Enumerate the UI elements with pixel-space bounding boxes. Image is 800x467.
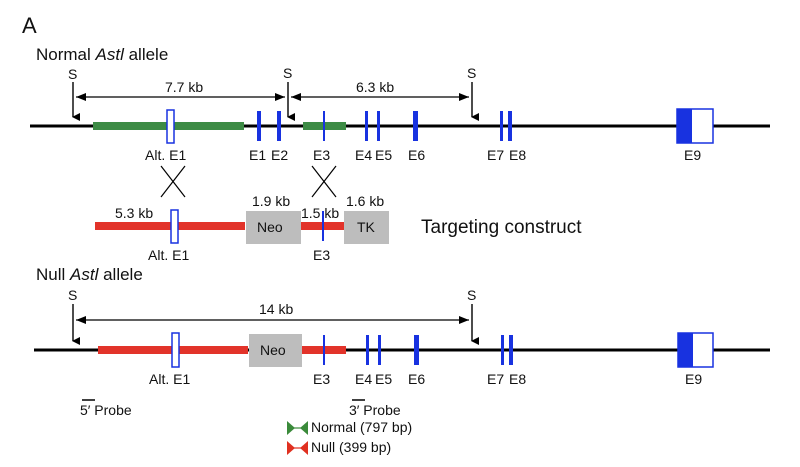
construct-arm-5 (95, 222, 245, 230)
null-exon-alt-e1 (171, 332, 180, 368)
construct-arm-mid-size: 1.5 kb (301, 205, 339, 221)
construct-label-e3: E3 (313, 247, 330, 263)
construct-tk-box (344, 211, 389, 244)
null-label-e3: E3 (313, 371, 330, 387)
legend-normal-label: Normal (797 bp) (311, 419, 412, 435)
null-exon-e9-coding (678, 333, 693, 367)
null-distance-label: 14 kb (259, 301, 293, 317)
distance-label-right: 6.3 kb (356, 79, 394, 95)
exon-label-e5: E5 (375, 147, 392, 163)
exon-label-alt-e1: Alt. E1 (145, 147, 186, 163)
construct-arm-5-size: 5.3 kb (115, 205, 153, 221)
exon-label-e6: E6 (408, 147, 425, 163)
crossover-mark-3 (311, 165, 337, 198)
null-exon-e8 (509, 335, 513, 365)
null-exon-e6 (414, 335, 419, 365)
construct-tk-size: 1.6 kb (346, 193, 384, 209)
sac-site-label: S (283, 65, 292, 81)
exon-e2 (277, 111, 281, 141)
null-exon-e3 (323, 335, 325, 365)
null-label-e6: E6 (408, 371, 425, 387)
exon-label-e4: E4 (355, 147, 372, 163)
construct-exon-alt-e1 (170, 209, 179, 244)
construct-label-alt-e1: Alt. E1 (148, 247, 189, 263)
construct-neo-label: Neo (257, 219, 283, 235)
construct-tk-label: TK (357, 219, 376, 235)
exon-e8 (508, 111, 512, 141)
exon-label-e1: E1 (249, 147, 266, 163)
null-neo-box (249, 334, 302, 367)
exon-label-e3: E3 (313, 147, 330, 163)
construct-exon-e3 (322, 211, 324, 241)
null-label-e8: E8 (509, 371, 526, 387)
null-label-e9: E9 (685, 371, 702, 387)
crossover-mark-5 (160, 165, 186, 198)
panel-label: A (22, 13, 37, 38)
exon-e3 (323, 111, 325, 141)
null-label-alt-e1: Alt. E1 (149, 371, 190, 387)
exon-label-e8: E8 (509, 147, 526, 163)
sac-site-label: S (68, 287, 77, 303)
null-label-e7: E7 (487, 371, 504, 387)
distance-label-left: 7.7 kb (165, 79, 203, 95)
construct-neo-box (246, 211, 301, 244)
normal-allele-title: Normal Astl allele (36, 45, 168, 64)
sac-site-label: S (467, 287, 476, 303)
null-neo-label: Neo (260, 342, 286, 358)
legend-normal-primer-icon (287, 421, 308, 435)
sac-site-label: S (68, 66, 77, 82)
exon-e1 (257, 111, 261, 141)
exon-e5 (377, 111, 380, 141)
legend-null-label: Null (399 bp) (311, 439, 391, 455)
probe-5-label: 5′ Probe (80, 402, 132, 418)
construct-title: Targeting construct (421, 217, 582, 238)
exon-e9-coding (677, 109, 692, 143)
exon-label-e2: E2 (271, 147, 288, 163)
exon-e6 (413, 111, 418, 141)
null-exon-e7 (501, 335, 504, 365)
null-exon-e5 (378, 335, 381, 365)
construct-neo-size: 1.9 kb (252, 193, 290, 209)
exon-alt-e1 (166, 109, 175, 144)
sac-site-label: S (467, 65, 476, 81)
null-exon-e4 (366, 335, 369, 365)
exon-label-e9: E9 (684, 147, 701, 163)
exon-e4 (365, 111, 368, 141)
exon-e7 (500, 111, 503, 141)
null-label-e4: E4 (355, 371, 372, 387)
null-allele-title: Null Astl allele (36, 265, 143, 284)
probe-3-label: 3′ Probe (349, 402, 401, 418)
legend-null-primer-icon (287, 441, 308, 455)
null-label-e5: E5 (375, 371, 392, 387)
exon-label-e7: E7 (487, 147, 504, 163)
